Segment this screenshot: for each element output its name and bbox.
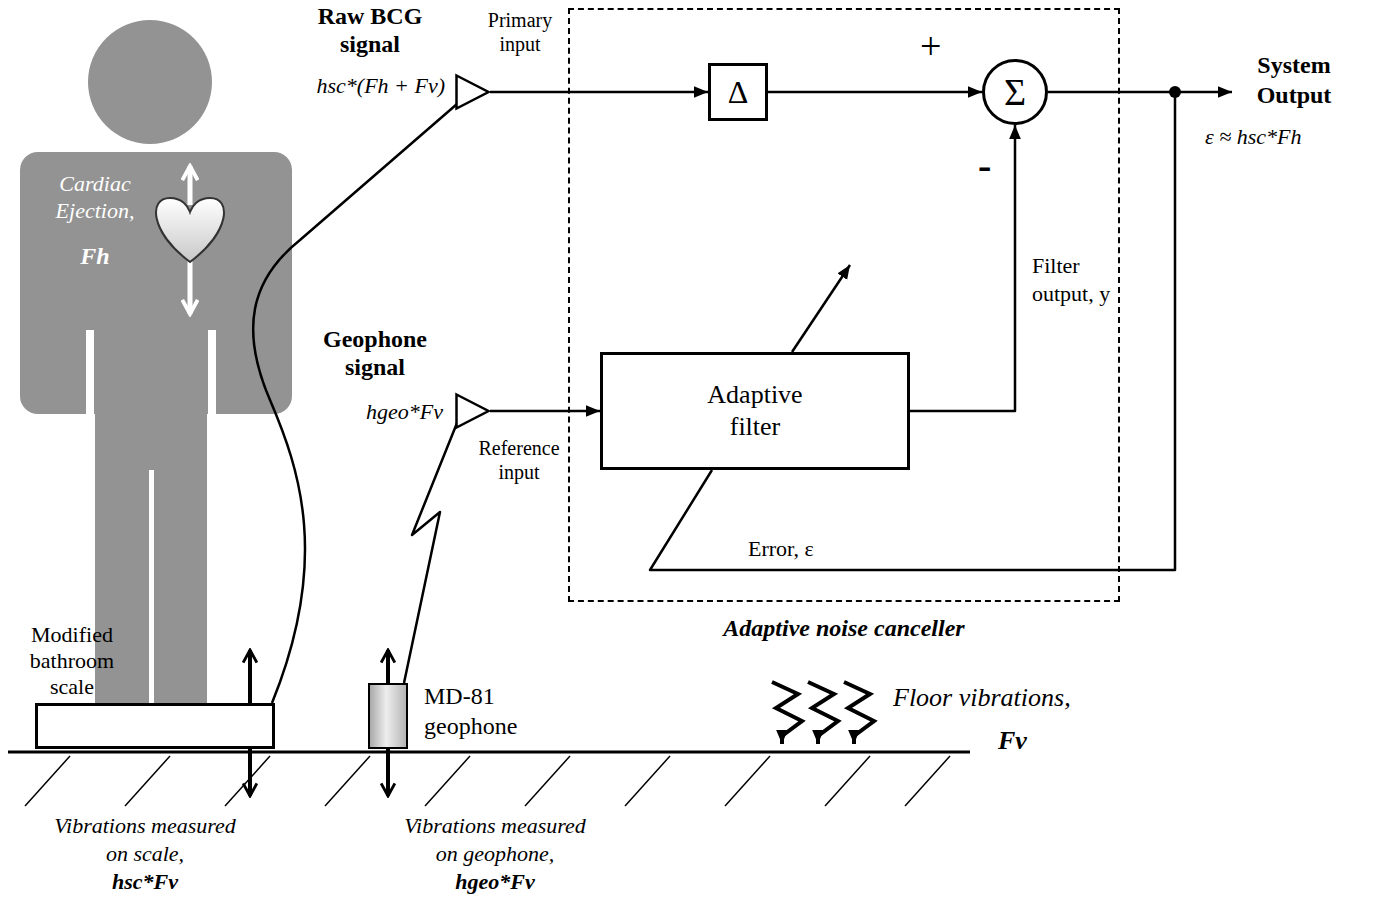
output-arrow <box>1175 91 1232 94</box>
floor-hatching <box>25 756 950 806</box>
summer-circle: Σ <box>982 59 1048 125</box>
heart-symbol <box>156 198 224 262</box>
delay-box: Δ <box>708 63 768 121</box>
signal-formula: hsc*Fv <box>95 868 195 896</box>
sign-label: - <box>978 146 998 186</box>
port-label: Reference input <box>474 436 564 484</box>
annotation: Cardiac Ejection, <box>40 170 150 224</box>
arm-gap <box>86 330 94 416</box>
annotation: Vibrations measured on geophone, <box>400 812 590 868</box>
floor-line <box>8 751 970 754</box>
ejection-arrow <box>188 255 193 314</box>
edge-label: Filter output, y <box>1032 252 1112 308</box>
annotation: Vibrations measured on scale, <box>50 812 240 868</box>
node-text: Adaptive filter <box>690 379 820 443</box>
signal-wire <box>910 125 1015 411</box>
node-text: Geophone signal <box>307 325 443 381</box>
node-text: hsc*(Fh + Fv) <box>291 73 445 99</box>
edge-label: Error, ε <box>746 536 860 562</box>
force-symbol: Fv <box>998 726 1038 756</box>
adaptation-arrow <box>792 265 850 352</box>
signal-formula: hgeo*Fv <box>445 868 545 896</box>
triangle-outline <box>455 393 490 429</box>
ejection-arrow <box>188 166 193 205</box>
amplifier-triangle: Raw BCG signalhsc*(Fh + Fv) <box>455 74 490 110</box>
output-label: System Output <box>1238 50 1350 110</box>
port-label: Primary input <box>478 8 562 56</box>
force-symbol: Fh <box>78 242 112 270</box>
output-formula: ε ≈ hsc*Fh <box>1205 124 1355 150</box>
sign-label: + <box>920 26 950 66</box>
triangle-outline <box>455 74 490 110</box>
geophone-sensor: MD-81 geophone <box>368 683 408 749</box>
signal-wire <box>404 423 457 683</box>
leg-gap <box>149 470 154 704</box>
node-text: Δ <box>728 74 749 110</box>
signal-wire <box>253 104 457 703</box>
person-silhouette <box>20 20 292 704</box>
node-text: Raw BCG signal <box>305 2 435 58</box>
signal-wire <box>490 91 708 94</box>
node-text: Adaptive noise canceller <box>570 614 1118 642</box>
amplifier-triangle: Geophone signalhgeo*Fv <box>455 393 490 429</box>
annotation: Floor vibrations, <box>893 683 1093 713</box>
filter-box: Adaptive filter <box>600 352 910 470</box>
node-text: Modified bathroom scale <box>16 622 128 700</box>
signal-wire <box>490 410 600 413</box>
floor-vibration-waves <box>772 682 874 744</box>
node-text: Σ <box>1004 72 1026 112</box>
node-text: hgeo*Fv <box>321 399 443 425</box>
signal-wire <box>768 91 982 94</box>
signal-wire <box>650 92 1175 570</box>
arm-gap <box>208 330 216 416</box>
node-text: MD-81 geophone <box>424 681 548 741</box>
scale-box: Modified bathroom scale <box>35 703 275 749</box>
